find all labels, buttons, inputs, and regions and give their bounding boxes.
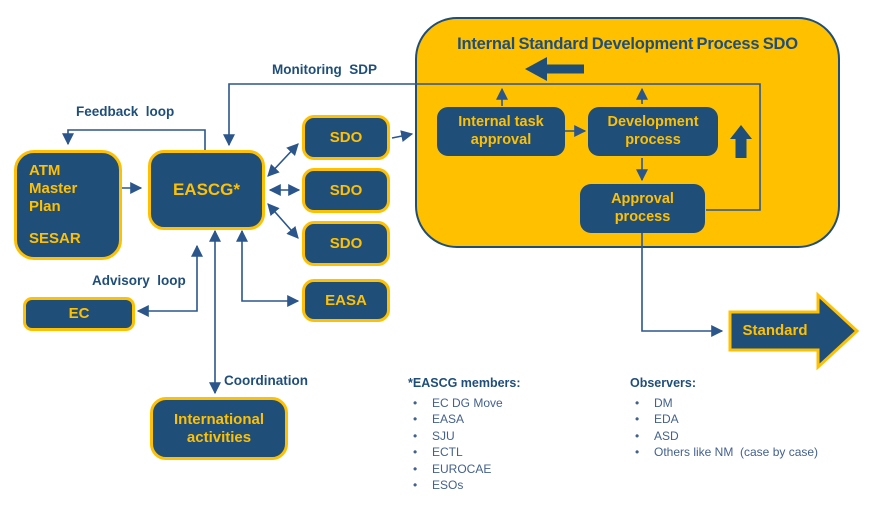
eascg-label: EASCG* bbox=[172, 179, 241, 199]
intl-line: activities bbox=[186, 428, 252, 446]
advisory-loop-label: Advisory loop bbox=[92, 273, 186, 288]
easa-label: EASA bbox=[325, 291, 367, 309]
atm-line: Master bbox=[29, 180, 78, 197]
feedback-loop-line bbox=[62, 129, 206, 150]
sdo-box-3: SDO bbox=[302, 221, 390, 266]
sdo-label: SDO bbox=[329, 234, 363, 252]
monitoring-sdp-label: Monitoring SDP bbox=[272, 62, 377, 77]
eascg-members-header: *EASCG members: bbox=[408, 376, 521, 390]
list-item: • DM bbox=[630, 395, 818, 411]
internal-task-line: approval bbox=[470, 131, 532, 148]
bullet-icon: • bbox=[635, 412, 640, 427]
observers-list: Observers: • DM • EDA • ASD • Others lik… bbox=[630, 376, 818, 461]
standard-arrow-shape bbox=[728, 291, 860, 371]
atm-master-plan-box: ATM Master Plan SESAR bbox=[14, 150, 122, 260]
sdo-to-internal-task-arrow bbox=[391, 130, 414, 143]
flow-left-arrow-icon bbox=[525, 57, 584, 81]
list-item: • SJU bbox=[408, 428, 521, 444]
feedback-loop-label: Feedback loop bbox=[76, 104, 175, 119]
bullet-icon: • bbox=[635, 428, 640, 443]
sdo-label: SDO bbox=[329, 181, 363, 199]
eascg-members-list: *EASCG members: • EC DG Move • EASA • SJ… bbox=[408, 376, 521, 493]
list-item: • ECTL bbox=[408, 444, 521, 460]
eascg-box: EASCG* bbox=[148, 150, 265, 230]
development-line: Development bbox=[607, 114, 699, 131]
approval-to-standard-line bbox=[641, 233, 724, 337]
development-line: process bbox=[625, 131, 681, 148]
sdo-box-1: SDO bbox=[302, 115, 390, 160]
list-item: • EC DG Move bbox=[408, 395, 521, 411]
observers-header: Observers: bbox=[630, 376, 697, 390]
ec-label: EC bbox=[68, 305, 90, 322]
bullet-icon: • bbox=[413, 412, 418, 427]
bullet-icon: • bbox=[413, 445, 418, 460]
internal-task-line: Internal task bbox=[458, 114, 544, 131]
list-item: • ASD bbox=[630, 428, 818, 444]
list-item: • ESOs bbox=[408, 477, 521, 493]
eascg-sdo3-double-arrow bbox=[267, 203, 299, 239]
sdo-label: SDO bbox=[329, 128, 363, 146]
list-item: • EASA bbox=[408, 411, 521, 427]
easa-box: EASA bbox=[302, 279, 390, 322]
approval-line: process bbox=[614, 208, 671, 225]
list-item: • EUROCAE bbox=[408, 461, 521, 477]
bullet-icon: • bbox=[413, 478, 418, 493]
flow-up-arrow-icon bbox=[730, 125, 752, 158]
atm-line: ATM bbox=[29, 162, 61, 179]
advisory-loop-line bbox=[136, 244, 203, 317]
development-process-box: Development process bbox=[588, 107, 718, 156]
standard-label: Standard bbox=[742, 322, 808, 339]
approval-line: Approval bbox=[611, 191, 674, 208]
sesar-label: SESAR bbox=[29, 230, 81, 247]
internal-task-approval-box: Internal task approval bbox=[437, 107, 565, 156]
eascg-sdo1-double-arrow bbox=[267, 143, 299, 177]
internal-process-title: Internal Standard Development Process SD… bbox=[457, 35, 798, 53]
bullet-icon: • bbox=[413, 461, 418, 476]
ec-box: EC bbox=[23, 297, 135, 331]
list-item: • Others like NM (case by case) bbox=[630, 444, 818, 460]
list-item: • EDA bbox=[630, 411, 818, 427]
international-activities-box: International activities bbox=[150, 397, 288, 460]
approval-process-box: Approval process bbox=[580, 184, 705, 233]
bullet-icon: • bbox=[635, 445, 640, 460]
bullet-icon: • bbox=[413, 428, 418, 443]
atm-line: Plan bbox=[29, 198, 61, 215]
sdo-box-2: SDO bbox=[302, 168, 390, 213]
intl-line: International bbox=[173, 410, 264, 428]
monitoring-sdp-line bbox=[223, 83, 761, 211]
coordination-label: Coordination bbox=[224, 373, 308, 388]
bullet-icon: • bbox=[635, 396, 640, 410]
eascg-easa-connector bbox=[236, 229, 300, 307]
bullet-icon: • bbox=[413, 396, 418, 410]
